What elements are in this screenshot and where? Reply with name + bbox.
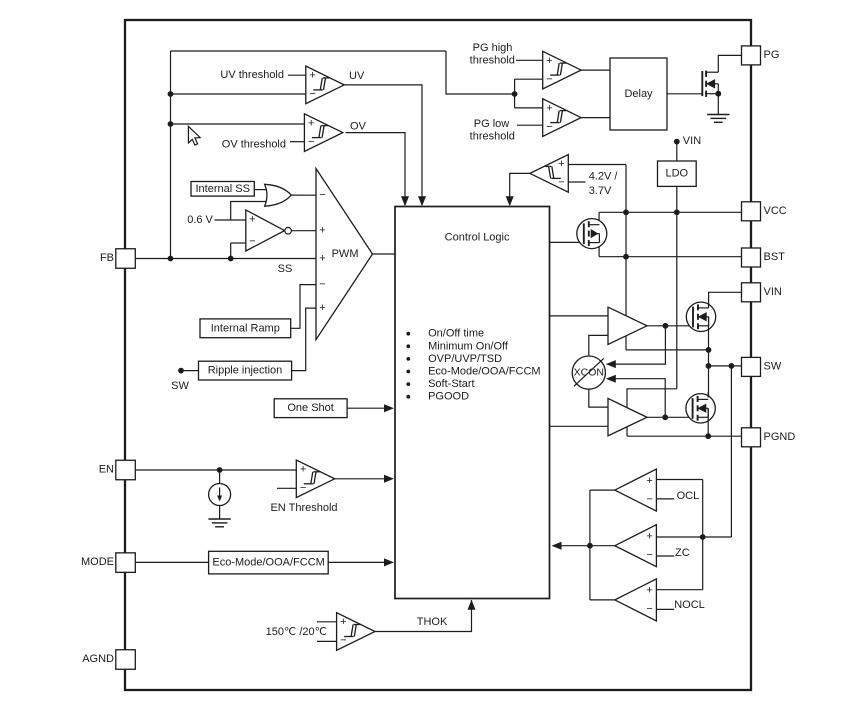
svg-text:SW: SW xyxy=(171,380,189,392)
svg-text:Soft-Start: Soft-Start xyxy=(428,378,474,390)
svg-text:UV threshold: UV threshold xyxy=(220,69,284,81)
svg-text:−: − xyxy=(319,279,325,291)
svg-text:PG low: PG low xyxy=(474,118,510,130)
svg-text:VIN: VIN xyxy=(683,135,701,147)
svg-text:OCL: OCL xyxy=(677,490,700,502)
svg-text:3.7V: 3.7V xyxy=(589,185,612,197)
svg-text:MODE: MODE xyxy=(81,556,114,568)
svg-text:+: + xyxy=(300,464,306,476)
svg-text:OV threshold: OV threshold xyxy=(222,139,286,151)
svg-text:+: + xyxy=(558,158,564,170)
svg-text:150℃ /20℃: 150℃ /20℃ xyxy=(266,626,327,638)
svg-text:+: + xyxy=(646,475,652,487)
svg-text:+: + xyxy=(308,117,314,129)
svg-text:−: − xyxy=(249,236,255,248)
svg-text:Delay: Delay xyxy=(624,88,653,100)
svg-text:PG: PG xyxy=(764,49,780,61)
svg-text:PG high: PG high xyxy=(473,42,513,54)
svg-text:+: + xyxy=(646,530,652,542)
svg-text:+: + xyxy=(319,253,325,265)
svg-text:Eco-Mode/OOA/FCCM: Eco-Mode/OOA/FCCM xyxy=(428,366,540,378)
svg-text:Control Logic: Control Logic xyxy=(445,231,510,243)
svg-text:threshold: threshold xyxy=(470,131,515,143)
svg-text:PGND: PGND xyxy=(764,431,796,443)
svg-text:+: + xyxy=(546,55,552,67)
svg-text:Eco-Mode/OOA/FCCM: Eco-Mode/OOA/FCCM xyxy=(212,557,324,569)
svg-text:+: + xyxy=(546,102,552,114)
svg-text:Ripple injection: Ripple injection xyxy=(208,365,283,377)
svg-text:+: + xyxy=(646,585,652,597)
svg-text:Internal SS: Internal SS xyxy=(195,183,249,195)
svg-text:+: + xyxy=(319,225,325,237)
svg-text:XCON: XCON xyxy=(574,366,604,378)
svg-text:VIN: VIN xyxy=(764,286,782,298)
svg-text:OVP/UVP/TSD: OVP/UVP/TSD xyxy=(428,353,502,365)
svg-text:+: + xyxy=(340,616,346,628)
svg-text:FB: FB xyxy=(100,252,114,264)
svg-text:EN Threshold: EN Threshold xyxy=(270,502,337,514)
svg-text:+: + xyxy=(309,70,315,82)
svg-text:OV: OV xyxy=(350,121,367,133)
svg-text:PGOOD: PGOOD xyxy=(428,391,469,403)
svg-text:ZC: ZC xyxy=(675,547,690,559)
svg-text:AGND: AGND xyxy=(82,653,114,665)
svg-text:VCC: VCC xyxy=(764,205,787,217)
svg-text:BST: BST xyxy=(764,251,786,263)
svg-text:−: − xyxy=(646,493,652,505)
svg-text:0.6 V: 0.6 V xyxy=(187,214,213,226)
svg-text:NOCL: NOCL xyxy=(674,599,705,611)
svg-text:UV: UV xyxy=(349,70,365,82)
svg-text:threshold: threshold xyxy=(470,54,515,66)
svg-text:−: − xyxy=(646,603,652,615)
svg-text:PWM: PWM xyxy=(332,248,359,260)
svg-text:−: − xyxy=(646,549,652,561)
svg-text:+: + xyxy=(249,214,255,226)
svg-text:On/Off time: On/Off time xyxy=(428,328,484,340)
svg-text:One Shot: One Shot xyxy=(287,402,333,414)
svg-text:EN: EN xyxy=(99,464,114,476)
svg-text:THOK: THOK xyxy=(417,616,448,628)
svg-text:Internal Ramp: Internal Ramp xyxy=(211,322,280,334)
svg-text:Minimum On/Off: Minimum On/Off xyxy=(428,340,509,352)
svg-text:−: − xyxy=(319,189,325,201)
svg-text:4.2V /: 4.2V / xyxy=(589,170,619,182)
svg-text:LDO: LDO xyxy=(665,168,688,180)
svg-text:SW: SW xyxy=(764,360,782,372)
svg-text:SS: SS xyxy=(278,263,293,275)
svg-text:+: + xyxy=(319,302,325,314)
